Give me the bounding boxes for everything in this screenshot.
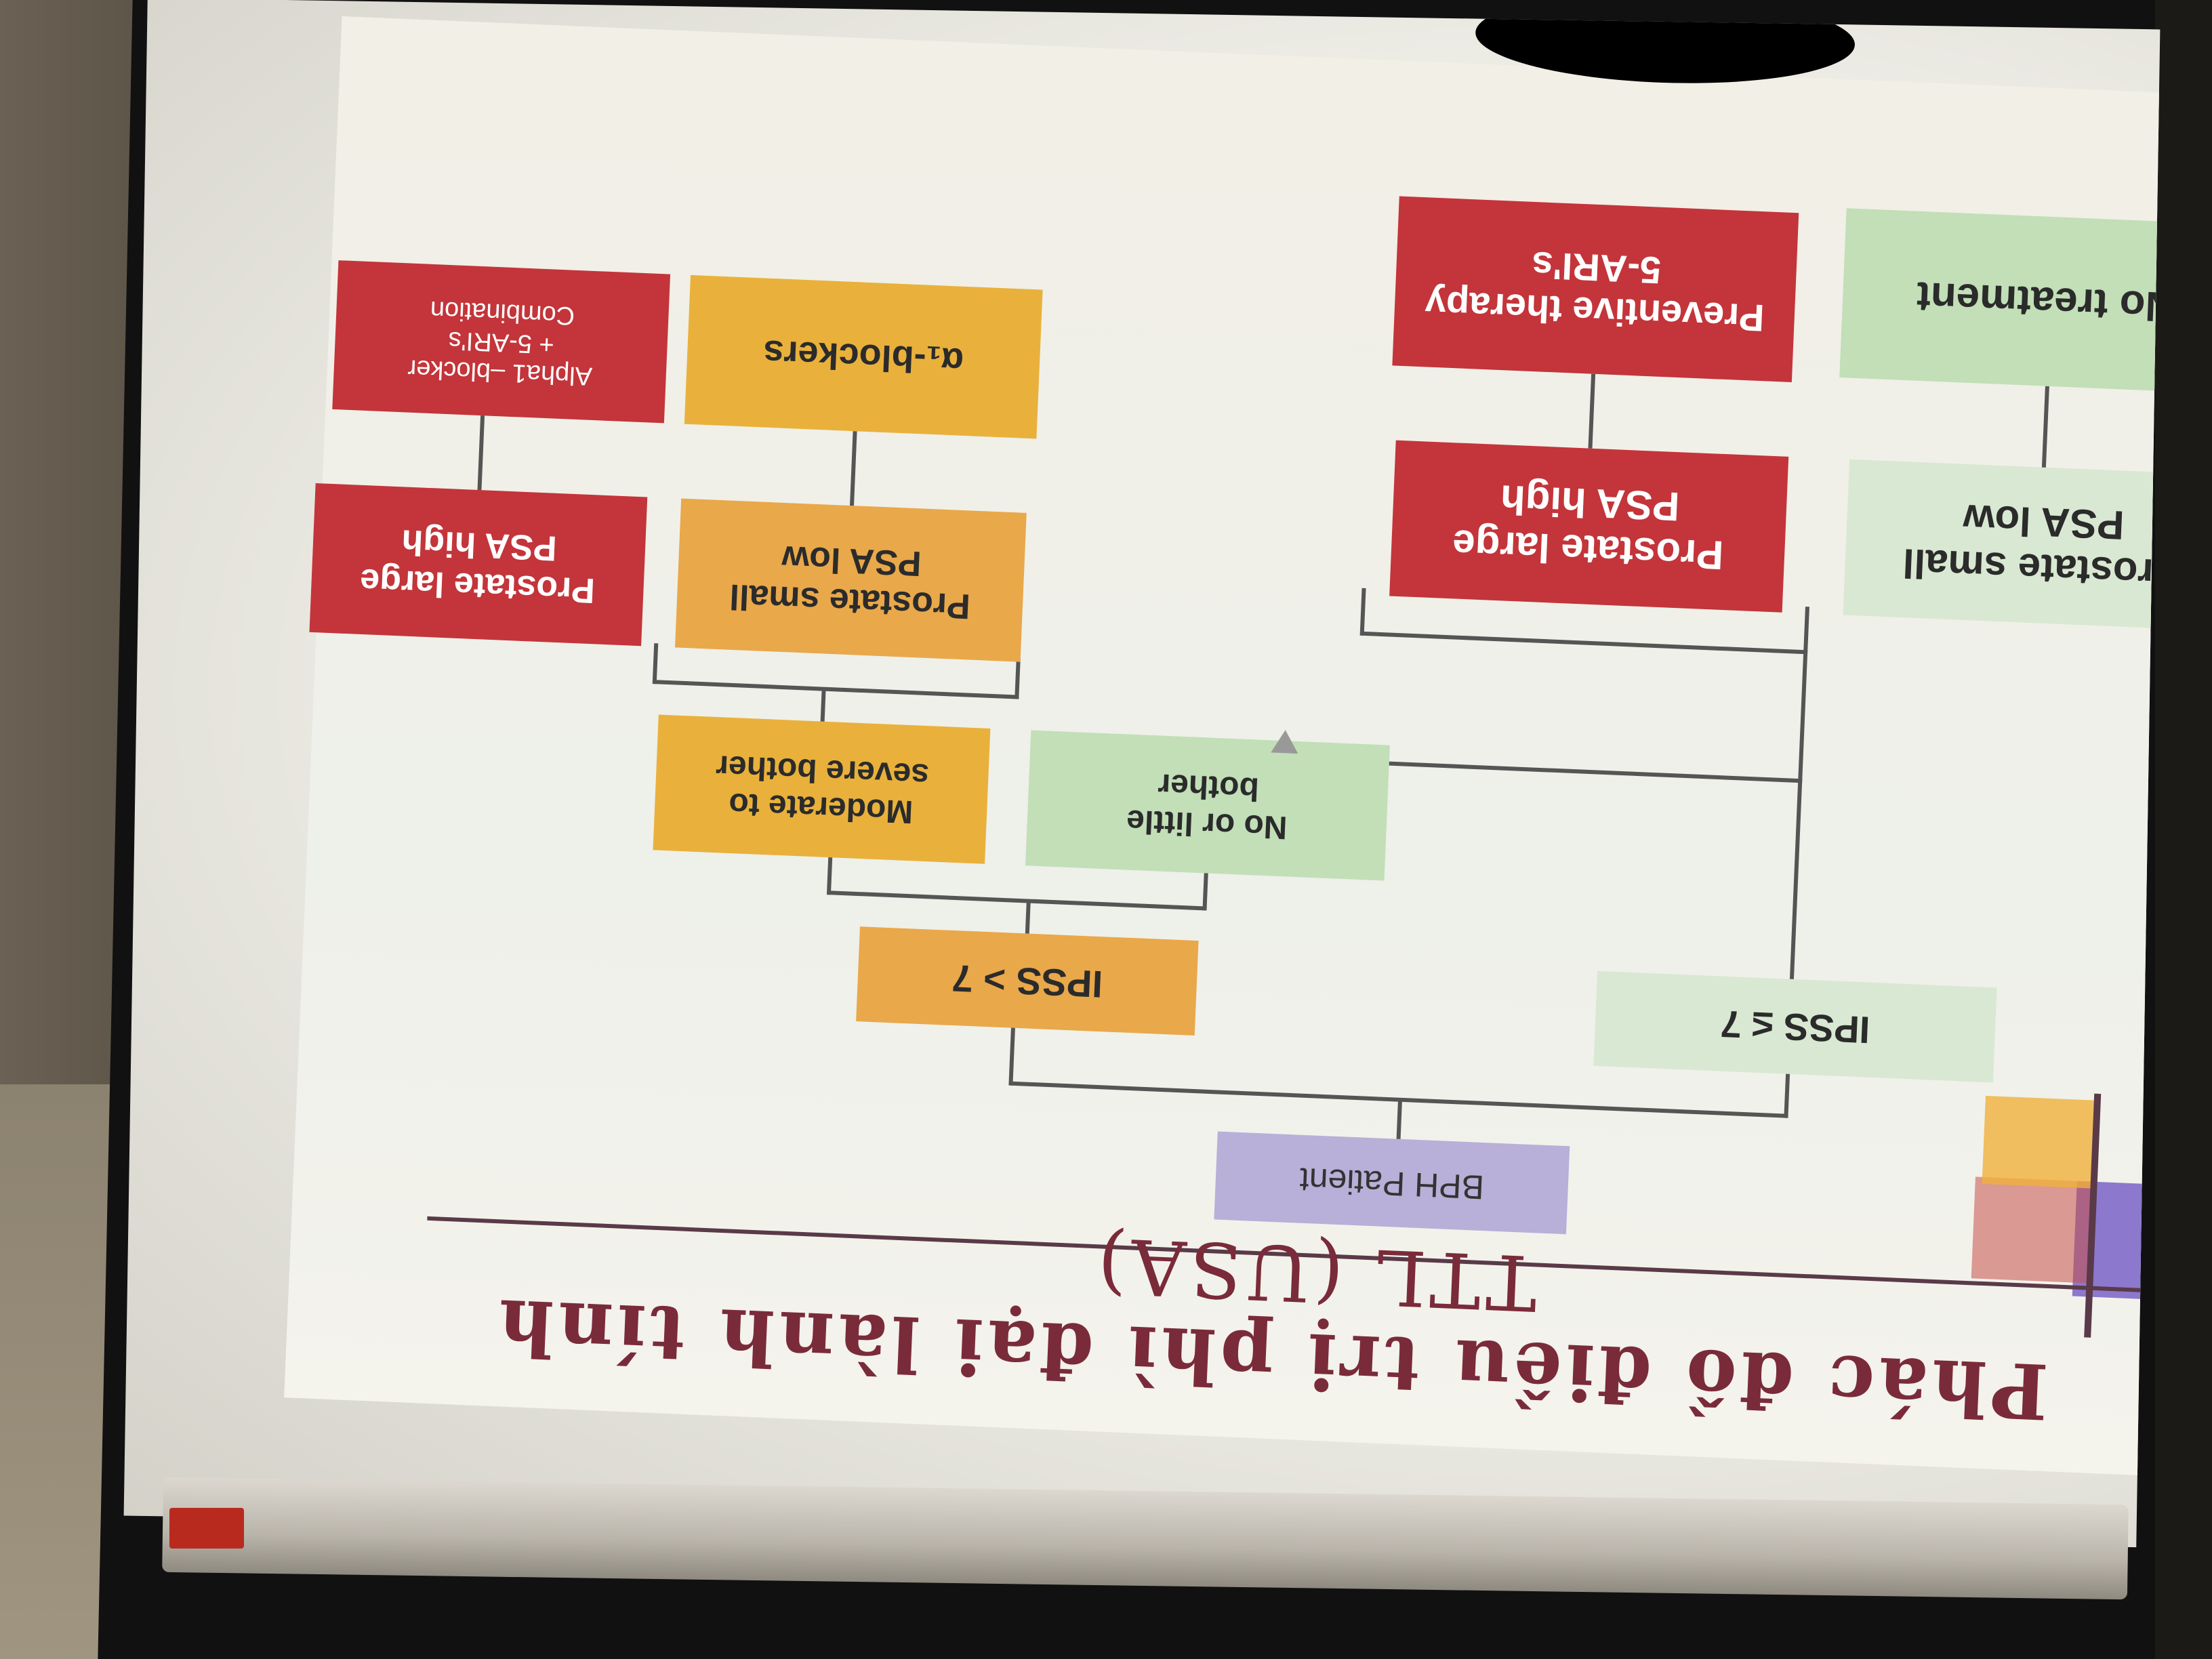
treatment-combo-line2: + 5-ARI's — [447, 325, 555, 359]
root-label: BPH Patient — [1298, 1160, 1486, 1206]
leaf-large-high-1: Prostate large PSA high — [1389, 440, 1789, 613]
leaf3-line2: PSA low — [781, 537, 922, 583]
leaf1-line2: PSA low — [1962, 495, 2125, 548]
bother-high-box: Moderate to severe bother — [653, 714, 991, 864]
treatment-alpha-blockers: α₁-blockers — [684, 274, 1043, 439]
treatment-combo-line3: Combination — [430, 295, 575, 330]
treatment-alpha-label: α₁-blockers — [762, 332, 965, 382]
bother-low-line2: bother — [1157, 766, 1260, 807]
leaf-large-high-2: Prostate large PSA high — [309, 483, 648, 647]
bother-high-line1: Moderate to — [728, 786, 914, 830]
leaf4-line2: PSA high — [401, 522, 558, 568]
projection-screen: Phác đồ điều trị phì đại lành tính TTL (… — [123, 0, 2160, 1548]
ipss-low-label: IPSS ≤ 7 — [1719, 1002, 1871, 1052]
leaf2-line1: Prostate large — [1451, 521, 1725, 579]
deco-square-yellow — [1982, 1095, 2101, 1189]
bother-low-line1: No or little — [1126, 802, 1288, 846]
treatment-combo-line1: Alpha1 –blocker — [407, 354, 593, 390]
treatment-preventive: Preventive therapy 5-ARI's — [1392, 196, 1799, 383]
treatment-none: No treatment — [1839, 208, 2160, 395]
mouse-pointer-icon — [1271, 729, 1299, 754]
leaf3-line1: Prostate small — [729, 576, 971, 626]
leaf-small-low-1: Prostate small PSA low — [1843, 459, 2160, 632]
treatment-preventive-line2: 5-ARI's — [1531, 243, 1662, 292]
treatment-preventive-line1: Preventive therapy — [1424, 283, 1765, 340]
ipss-low-box: IPSS ≤ 7 — [1593, 970, 1997, 1083]
ipss-high-box: IPSS > 7 — [856, 926, 1199, 1036]
leaf-small-low-2: Prostate small PSA low — [675, 498, 1027, 662]
root-box: BPH Patient — [1214, 1131, 1570, 1235]
treatment-none-label: No treatment — [1915, 272, 2160, 331]
screen-right-edge — [2155, 0, 2212, 1659]
bother-low-box: No or little bother — [1025, 730, 1390, 881]
ipss-high-label: IPSS > 7 — [951, 957, 1104, 1006]
leaf2-line2: PSA high — [1499, 476, 1681, 530]
treatment-combination: Alpha1 –blocker + 5-ARI's Combination — [332, 260, 671, 424]
slide: Phác đồ điều trị phì đại lành tính TTL (… — [284, 16, 2160, 1479]
screen-tube-label — [169, 1508, 244, 1549]
leaf4-line1: Prostate large — [359, 560, 596, 611]
